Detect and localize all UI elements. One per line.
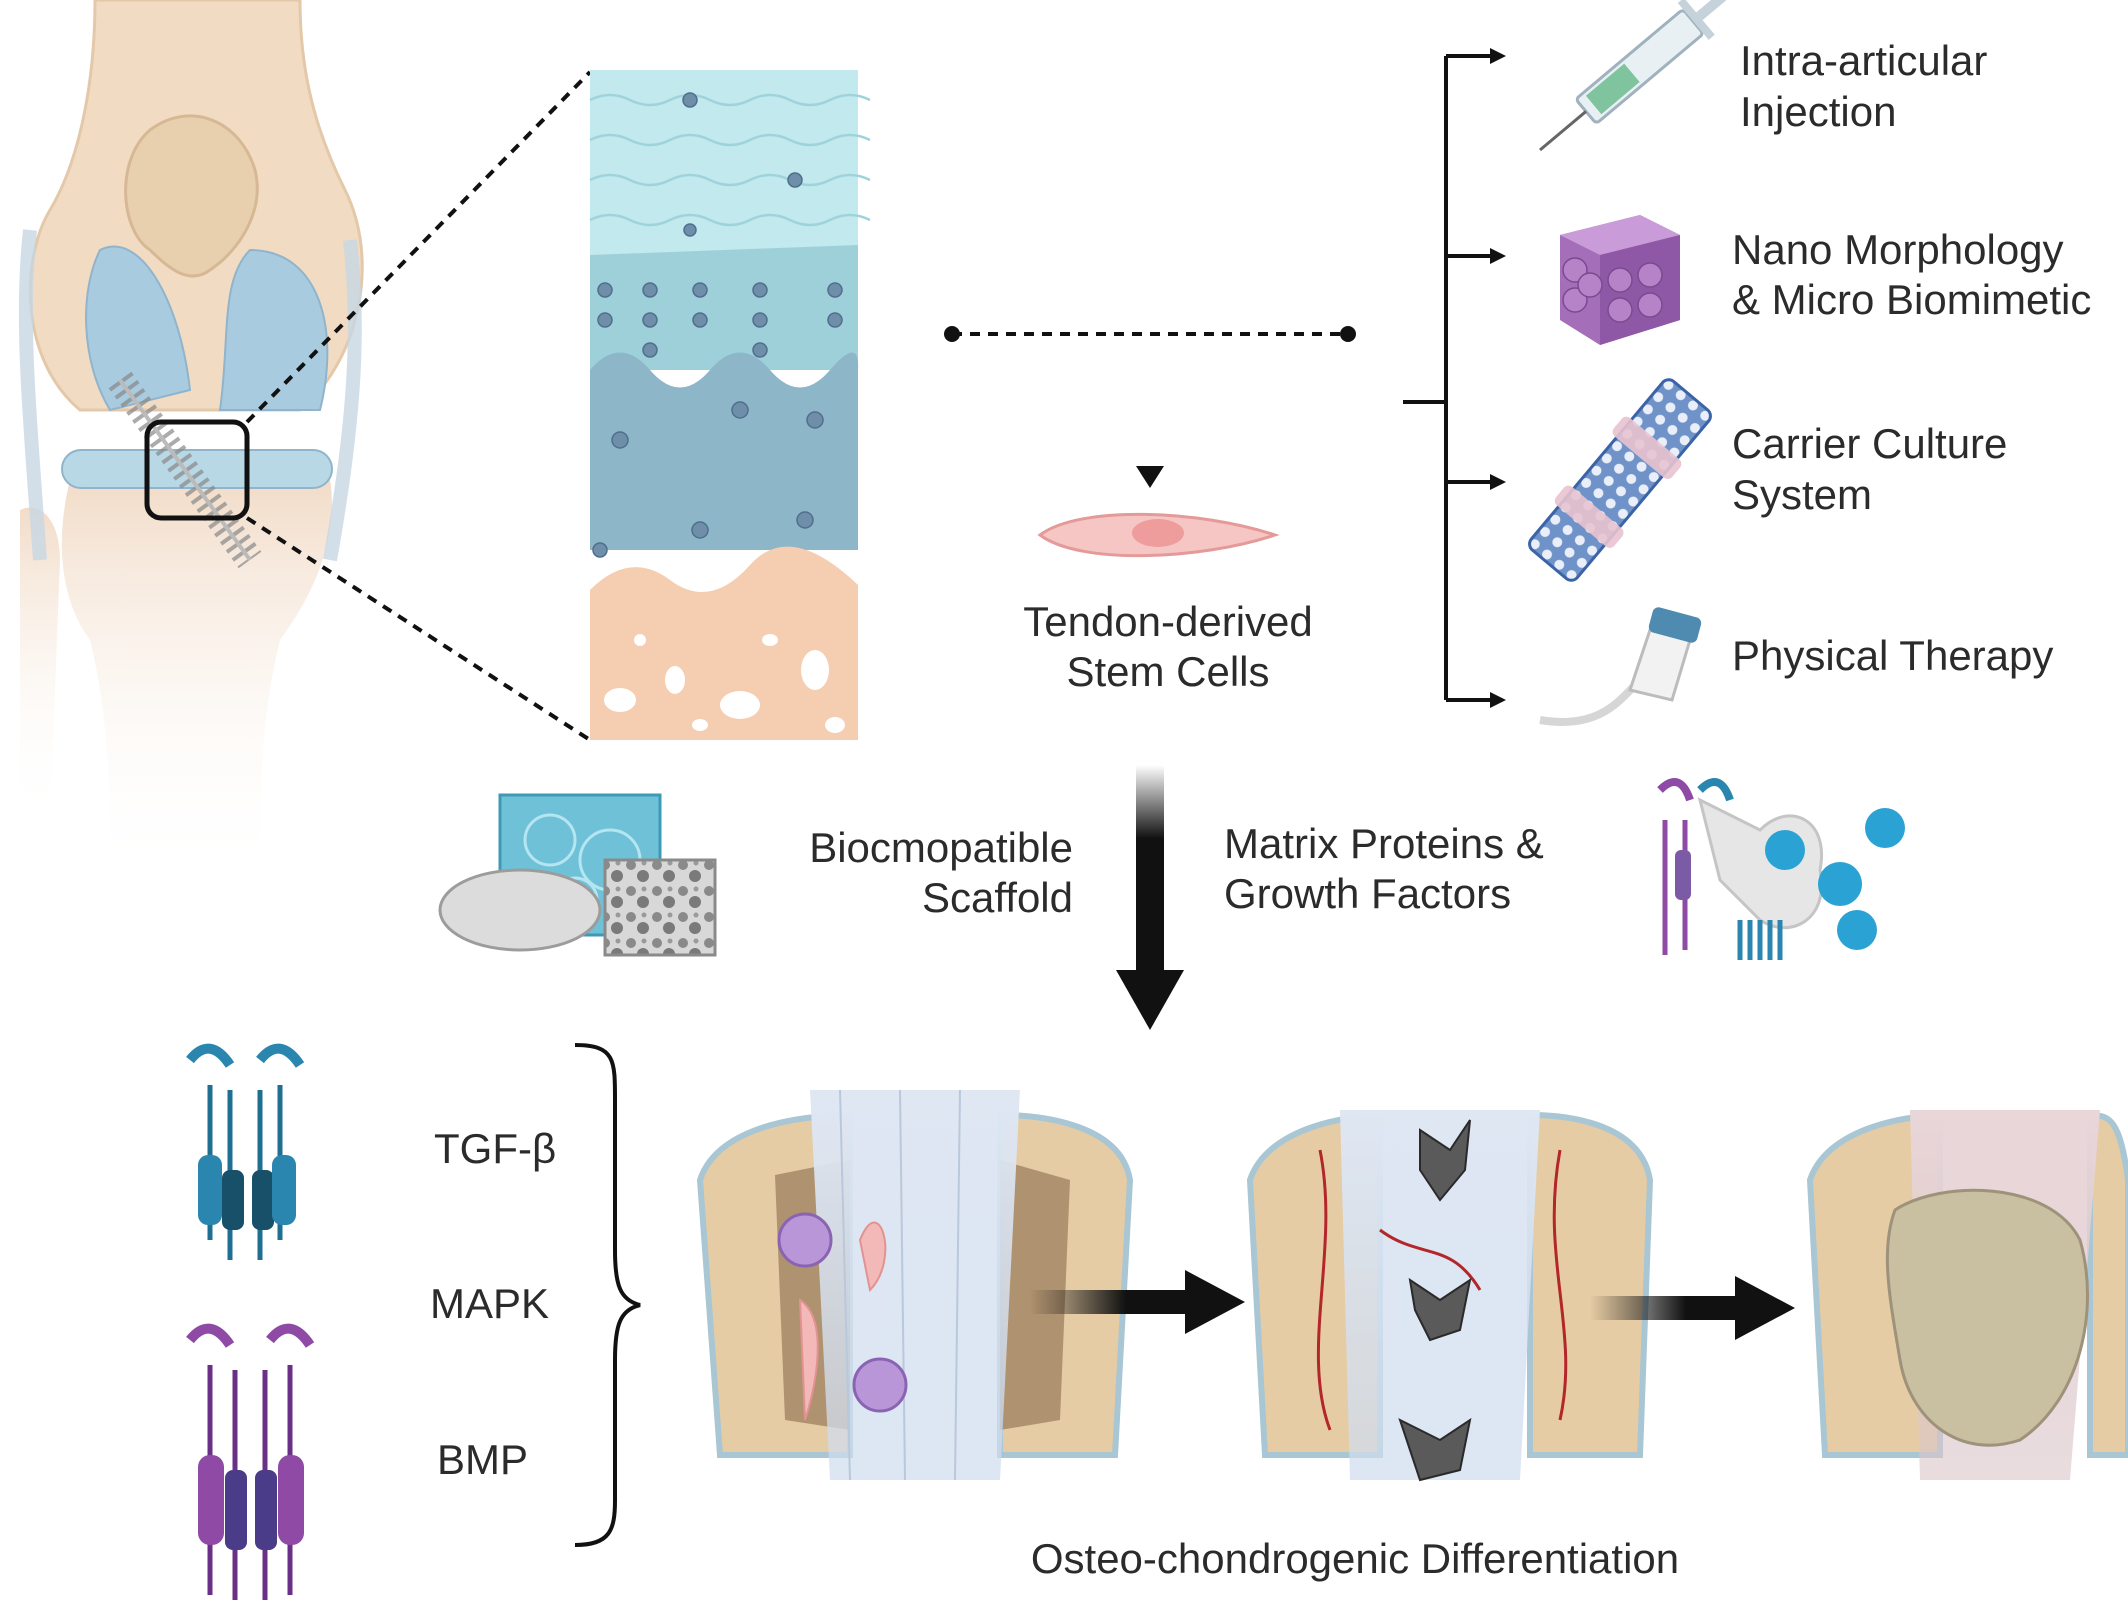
ligament-right bbox=[323, 239, 362, 562]
scaffold-materials-icon bbox=[438, 793, 717, 957]
method-4-line1: Physical Therapy bbox=[1732, 632, 2053, 679]
method-3-line2: System bbox=[1732, 471, 1872, 518]
pathway-tgf-beta: TGF-β bbox=[434, 1125, 556, 1172]
fibula-bone bbox=[20, 507, 60, 820]
zoom-line-bottom bbox=[245, 516, 592, 742]
patella bbox=[124, 114, 259, 278]
nanocube-icon bbox=[1560, 215, 1680, 345]
porous-foam bbox=[603, 858, 717, 957]
stem-cells-line2: Stem Cells bbox=[1066, 648, 1269, 695]
central-down-arrow bbox=[1116, 765, 1184, 1030]
bone-pores bbox=[604, 634, 845, 733]
methods-bracket bbox=[1403, 54, 1494, 702]
stem-cell-icon bbox=[1037, 512, 1280, 558]
pathway-brace bbox=[574, 1043, 641, 1547]
receptor-blue-icon bbox=[186, 1043, 305, 1260]
healing-stage-2 bbox=[1246, 1110, 1654, 1482]
pathway-bmp: BMP bbox=[437, 1436, 528, 1483]
tissue-layer-cross-section bbox=[589, 70, 871, 740]
chondrocytes bbox=[592, 92, 843, 558]
method-2-line2: & Micro Biomimetic bbox=[1732, 276, 2091, 323]
differentiation-label: Osteo-chondrogenic Differentiation bbox=[1031, 1535, 1679, 1582]
growth-factor-receptors-icon bbox=[1657, 778, 1905, 960]
method-2-line1: Nano Morphology bbox=[1732, 226, 2064, 273]
ligament-left bbox=[18, 229, 47, 561]
bone-layer bbox=[590, 546, 858, 740]
method-3-line1: Carrier Culture bbox=[1732, 420, 2007, 467]
scaffold-line2: Scaffold bbox=[922, 874, 1073, 921]
stem-cells-line1: Tendon-derived bbox=[1023, 598, 1313, 645]
syringe-icon bbox=[1539, 0, 1741, 152]
knee-joint-illustration bbox=[18, 0, 592, 880]
receptor-purple-icon bbox=[186, 1323, 315, 1600]
tendon-graft bbox=[108, 371, 262, 569]
joint-meniscus-band bbox=[61, 449, 333, 489]
healing-stage-1 bbox=[696, 1089, 1134, 1481]
meniscus-left bbox=[85, 245, 192, 412]
tibia-bone bbox=[61, 480, 332, 880]
stage-arrow-2 bbox=[1590, 1276, 1795, 1340]
zoom-line-top bbox=[245, 70, 592, 424]
connector-to-methods bbox=[944, 326, 1356, 488]
zoom-region-box bbox=[144, 419, 250, 521]
method-1-line1: Intra-articular bbox=[1740, 37, 1987, 84]
method-1-line2: Injection bbox=[1740, 88, 1896, 135]
factors-line2: Growth Factors bbox=[1224, 870, 1511, 917]
tendon-layer bbox=[590, 70, 858, 255]
scaffold-disc bbox=[438, 868, 602, 952]
scaffold-line1: Biocmopatible bbox=[809, 824, 1073, 871]
carrier-scaffold-icon bbox=[1528, 378, 1712, 582]
calcified-cartilage-layer bbox=[590, 352, 859, 550]
stage-arrow-1 bbox=[1030, 1270, 1245, 1334]
methods-bracket-arrowheads bbox=[1490, 48, 1506, 708]
tendon-fibers bbox=[589, 93, 871, 227]
pathway-mapk: MAPK bbox=[430, 1280, 549, 1327]
healing-stage-3 bbox=[1806, 1110, 2128, 1480]
fibrocartilage-layer bbox=[590, 245, 858, 370]
factors-line1: Matrix Proteins & bbox=[1224, 820, 1544, 867]
ultrasound-probe-icon bbox=[1539, 607, 1702, 726]
